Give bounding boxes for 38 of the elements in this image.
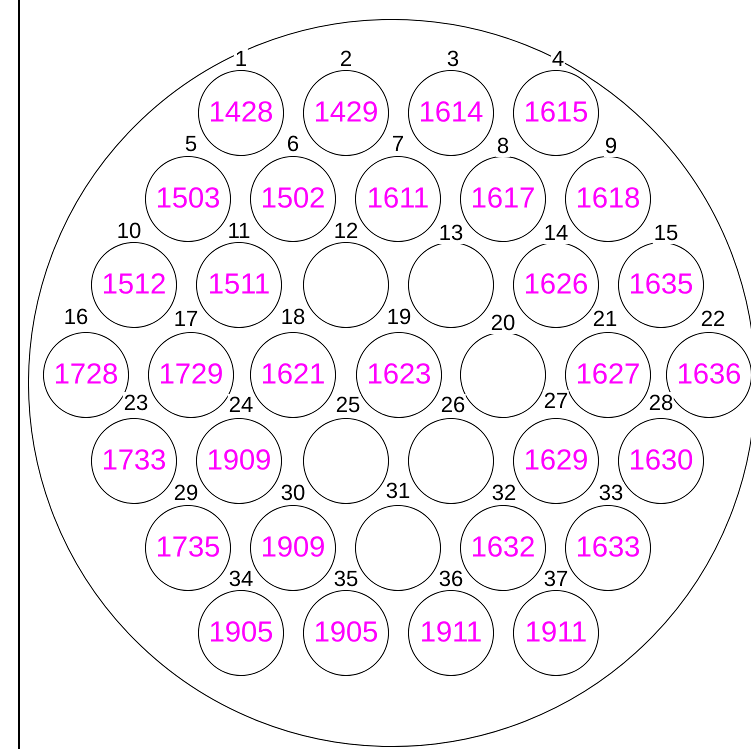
pin-code: 1611 xyxy=(366,184,430,214)
pin-number: 13 xyxy=(438,222,464,244)
pin-code: 1618 xyxy=(576,184,640,214)
pin-code: 1909 xyxy=(260,534,326,562)
pin-code: 1626 xyxy=(524,270,588,300)
pin-code: 1909 xyxy=(206,446,272,476)
pin-code: 1617 xyxy=(470,184,536,214)
pin-code: 1735 xyxy=(156,534,220,562)
pin-code: 1635 xyxy=(628,270,694,300)
pin-number: 15 xyxy=(652,222,680,244)
pin-code: 1621 xyxy=(260,360,326,390)
pin-code: 1502 xyxy=(260,184,326,214)
pin-number: 8 xyxy=(496,135,510,157)
pin-code: 1614 xyxy=(418,98,484,128)
pin-number: 20 xyxy=(490,312,516,334)
pin-code: 1905 xyxy=(208,618,274,648)
pin-code: 1633 xyxy=(576,534,640,562)
pin-number: 14 xyxy=(542,222,570,244)
pin-number: 9 xyxy=(604,135,618,157)
pin-code: 1511 xyxy=(208,270,270,300)
pin-code: 1503 xyxy=(156,184,220,214)
pin-code: 1733 xyxy=(102,446,166,476)
pin-code: 1728 xyxy=(54,360,118,390)
pin-code: 1911 xyxy=(524,618,588,648)
pin-code: 1905 xyxy=(314,618,378,648)
pin-code: 1623 xyxy=(366,360,432,390)
pin-code: 1630 xyxy=(628,446,694,476)
pin-code: 1632 xyxy=(470,534,536,562)
pin-code: 1911 xyxy=(420,618,482,648)
pin-code: 1629 xyxy=(524,446,588,476)
pin-code: 1636 xyxy=(676,360,742,390)
pin-code: 1512 xyxy=(102,270,166,300)
pin-code: 1428 xyxy=(208,98,274,128)
connector-outline xyxy=(28,19,751,747)
pin-code: 1729 xyxy=(158,360,224,390)
pin-code: 1627 xyxy=(576,360,640,390)
pin-code: 1615 xyxy=(524,98,588,128)
pin-code: 1429 xyxy=(314,98,378,128)
